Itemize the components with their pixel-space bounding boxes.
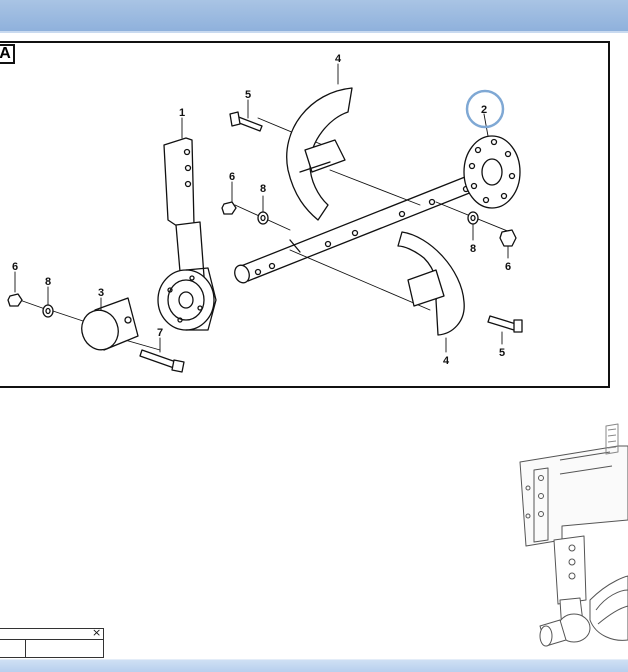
close-icon[interactable]: × (92, 626, 102, 639)
disc-plate-part-2 (463, 135, 521, 209)
bottom-status-bar (0, 659, 628, 672)
highlight-circle (465, 89, 505, 129)
nut-mid-part-6 (221, 201, 237, 215)
bolt-upper-part-5 (229, 111, 263, 132)
nut-left-part-6 (7, 293, 23, 307)
callout-8-left: 8 (45, 276, 51, 288)
washer-left-part-8 (42, 304, 54, 318)
callout-6-left: 6 (12, 261, 18, 273)
callout-8-mid: 8 (260, 183, 266, 195)
callout-5-upper: 5 (245, 89, 251, 101)
flight-upper-part-4 (286, 87, 353, 221)
washer-mid-part-8 (257, 211, 269, 225)
callout-4-upper: 4 (335, 53, 342, 65)
washer-right-part-8 (467, 211, 479, 225)
mini-panel-header (0, 629, 103, 640)
callout-4-lower: 4 (443, 355, 450, 367)
callout-5-lower: 5 (499, 347, 505, 359)
view-label: A (0, 44, 15, 64)
callout-2: 2 (481, 104, 487, 116)
hub-flange (157, 267, 217, 331)
sleeve-part-3 (81, 297, 139, 351)
flight-lower-part-4 (397, 231, 465, 336)
callout-8-right: 8 (470, 243, 476, 255)
callout-6-mid: 6 (229, 171, 235, 183)
bolt-part-7 (139, 349, 185, 373)
overview-thumbnail (519, 423, 628, 647)
callout-3: 3 (98, 287, 104, 299)
callout-1: 1 (179, 107, 185, 119)
callout-6-right: 6 (505, 261, 511, 273)
mini-panel: × (0, 626, 104, 658)
callout-7: 7 (157, 327, 163, 339)
bolt-lower-part-5 (487, 315, 523, 333)
top-title-bar (0, 0, 628, 33)
nut-right-part-6 (499, 229, 517, 247)
mini-panel-divider (25, 640, 26, 657)
